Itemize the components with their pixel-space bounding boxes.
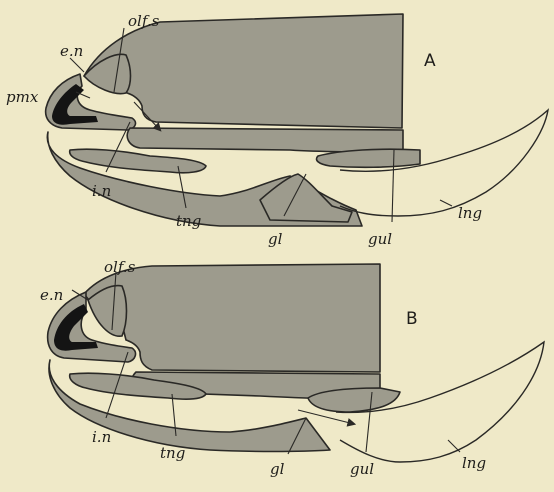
panel-a-label-gul: gul xyxy=(368,230,392,248)
panel-a-olfactory-sac xyxy=(84,54,131,93)
panel-a-letter: A xyxy=(424,51,436,71)
panel-b-label-lng: lng xyxy=(462,454,486,472)
panel-a-cranium xyxy=(84,14,403,128)
panel-b: olf.s e.n i.n tng gl gul lng B xyxy=(40,258,544,478)
panel-a-label-in: i.n xyxy=(92,182,111,200)
panel-a-label-tng: tng xyxy=(176,212,201,230)
panel-b-label-olfs: olf.s xyxy=(104,258,136,276)
panel-a-tongue xyxy=(70,149,206,173)
panel-b-label-gul: gul xyxy=(350,460,374,478)
panel-b-letter: B xyxy=(406,309,418,329)
panel-a-label-gl: gl xyxy=(268,230,283,248)
panel-b-label-tng: tng xyxy=(160,444,185,462)
panel-a-en-leader xyxy=(70,58,84,72)
panel-a: olf.s e.n pmx i.n tng gl gul lng A xyxy=(6,12,548,248)
panel-b-label-en: e.n xyxy=(40,286,63,304)
panel-b-lng-leader xyxy=(448,440,460,452)
panel-a-label-en: e.n xyxy=(60,42,83,60)
panel-a-label-lng: lng xyxy=(458,204,482,222)
panel-a-lng-leader xyxy=(440,200,452,206)
panel-b-label-gl: gl xyxy=(270,460,285,478)
panel-a-palate-band xyxy=(127,128,403,152)
panel-a-label-pmx: pmx xyxy=(6,88,39,106)
panel-a-label-olfs: olf.s xyxy=(128,12,160,30)
panel-b-label-in: i.n xyxy=(92,428,111,446)
